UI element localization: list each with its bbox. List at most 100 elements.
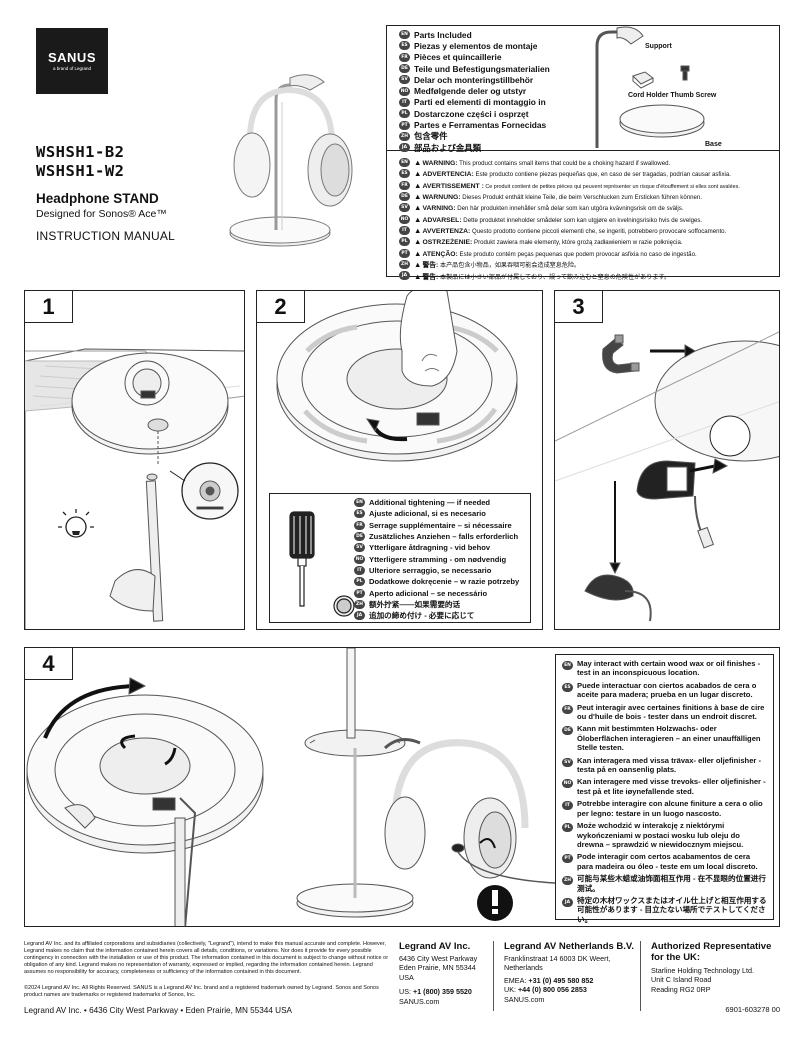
lang-badge: PT: [399, 248, 410, 258]
warning-text: ▲AVERTISSEMENT : Ce produit contient de …: [414, 181, 740, 190]
us-address-1: 6436 City West Parkway: [399, 954, 478, 963]
parts-included-section: EN Parts Included ES Piezas y elementos de…: [387, 26, 779, 153]
support-label: Support: [645, 43, 672, 50]
lang-badge: JA: [562, 897, 573, 907]
magnet-icon: [602, 334, 640, 374]
lang-badge: NO: [399, 214, 410, 224]
parts-text: Parti ed elementi di montaggio in: [414, 97, 546, 108]
wood-note-text: Kann mit bestimmten Holzwachs- oder Ölob…: [577, 724, 761, 753]
lang-badge: JA: [354, 611, 365, 621]
warning-row: FR ▲AVERTISSEMENT : Ce produit contient d…: [399, 180, 740, 191]
tightening-text: 追加の締め付け - 必要に応じて: [369, 611, 475, 621]
footer-nl-column: Legrand AV Netherlands B.V. Franklinstra…: [504, 941, 638, 1004]
wood-note-text: Potrebbe interagire con alcune finiture …: [577, 799, 763, 818]
parts-row: ES Piezas y elementos de montaje: [399, 40, 550, 51]
wood-note-text: Może wchodzić w interakcję z niektórymi …: [577, 821, 744, 849]
rep-line-2: Unit C Island Road: [651, 975, 712, 985]
parts-row: SV Delar och monteringstillbehör: [399, 74, 550, 85]
copyright-notice: ©2024 Legrand AV Inc. All Rights Reserve…: [24, 985, 379, 998]
lang-badge: IT: [562, 801, 573, 811]
warning-label: 警告:: [422, 262, 439, 270]
lang-badge: EN: [399, 30, 410, 40]
parts-included-list: EN Parts Included ES Piezas y elementos de…: [399, 29, 550, 153]
warning-body: Este producto contiene piezas pequeñas q…: [475, 171, 731, 179]
lang-badge: DE: [399, 64, 410, 74]
warning-triangle-icon: ▲: [414, 225, 422, 235]
lang-badge: ZH: [562, 876, 573, 886]
warning-label: AVERTISSEMENT :: [422, 182, 484, 190]
warning-label: OSTRZEŻENIE:: [422, 239, 473, 247]
parts-text: Delar och monteringstillbehör: [414, 74, 534, 85]
lang-badge: SV: [354, 543, 365, 553]
wood-note-text: Kan interagere med visse trevoks- eller …: [577, 777, 766, 796]
warning-row: SV▲VARNING: Den här produkten innehåller…: [399, 202, 740, 213]
step-4-panel: 4: [24, 647, 780, 927]
warning-label: WARNING:: [422, 160, 458, 168]
warning-body: Den här produkten innehåller små delar s…: [457, 205, 684, 213]
warning-row: ES▲ADVERTENCIA: Este producto contiene p…: [399, 168, 740, 179]
us-website: SANUS.com: [399, 996, 440, 1006]
warning-text: ▲警告: 本产品包含小物品，如果吞咽可能会造成窒息危险。: [414, 259, 580, 269]
warning-row: EN▲WARNING: This product contains small …: [399, 157, 740, 168]
warning-triangle-icon: ▲: [414, 158, 422, 168]
step-2-number: 2: [257, 291, 305, 323]
lang-badge: FR: [399, 180, 410, 190]
parts-row: EN Parts Included: [399, 29, 550, 40]
lang-badge: ES: [562, 682, 573, 692]
wood-note-text: Peut interagir avec certaines finitions …: [577, 702, 765, 722]
address-line: Legrand AV Inc. • 6436 City West Parkway…: [24, 1006, 293, 1015]
caution-icon: [477, 885, 513, 921]
wood-note-row: IT Potrebbe interagire con alcune finitur…: [562, 799, 767, 818]
footer-us-column: Legrand AV Inc. 6436 City West Parkway E…: [399, 941, 491, 1006]
parts-text: Piezas y elementos de montaje: [414, 40, 538, 51]
lang-badge: PL: [354, 577, 365, 587]
manual-title: INSTRUCTION MANUAL: [36, 229, 175, 243]
us-address-2: Eden Prairie, MN 55344 USA: [399, 963, 476, 982]
lang-badge: ZH: [399, 259, 410, 269]
warning-triangle-icon: ▲: [414, 271, 422, 281]
step-1-illustration: [25, 348, 244, 629]
lang-badge: DE: [562, 726, 573, 736]
wood-note-row: ES Puede interactuar con ciertos acabados…: [562, 681, 767, 700]
lang-badge: SV: [399, 75, 410, 85]
lang-badge: PT: [562, 854, 573, 864]
lang-badge: SV: [562, 757, 573, 767]
warning-triangle-icon: ▲: [414, 169, 422, 179]
step-2-illustration: [276, 291, 518, 462]
parts-text: Parts Included: [414, 29, 472, 40]
warning-body: Este produto contém peças pequenas que p…: [459, 250, 697, 258]
emea-number: +31 (0) 495 580 852: [528, 975, 594, 985]
lang-badge: ZH: [354, 599, 365, 609]
warning-triangle-icon: ▲: [414, 260, 422, 270]
warning-row: PL▲OSTRZEŻENIE: Produkt zawiera małe ele…: [399, 236, 740, 247]
warning-label: ADVARSEL:: [422, 216, 462, 224]
uk-label: UK:: [504, 985, 518, 995]
warning-label: VARNING:: [422, 205, 456, 213]
tightening-text: Ytterligere stramming - om nødvendig: [369, 554, 507, 564]
lang-badge: ES: [399, 41, 410, 51]
lang-badge: PL: [399, 109, 410, 119]
warning-triangle-icon: ▲: [414, 214, 422, 224]
warning-row: JA▲警告: 本製品には小さい部品が付属しており、誤って飲み込むと窒息の危険性が…: [399, 270, 740, 281]
warning-triangle-icon: ▲: [414, 203, 422, 213]
lang-badge: PL: [399, 237, 410, 247]
warning-triangle-icon: ▲: [414, 180, 422, 190]
lang-badge: PT: [399, 120, 410, 130]
wood-note-text: 特定の木材ワックスまたはオイル仕上げと相互作用する可能性があります - 目立たな…: [577, 895, 767, 924]
warning-text: ▲VARNING: Den här produkten innehåller s…: [414, 203, 684, 212]
warning-text: ▲ATENÇÃO: Este produto contém peças pequ…: [414, 249, 697, 258]
warning-label: 警告:: [422, 273, 439, 281]
footer-rep-column: Authorized Representative for the UK: St…: [651, 941, 779, 994]
wood-note-text: Puede interactuar con ciertos acabados d…: [577, 680, 757, 700]
warning-label: ADVERTENCIA:: [422, 171, 474, 179]
